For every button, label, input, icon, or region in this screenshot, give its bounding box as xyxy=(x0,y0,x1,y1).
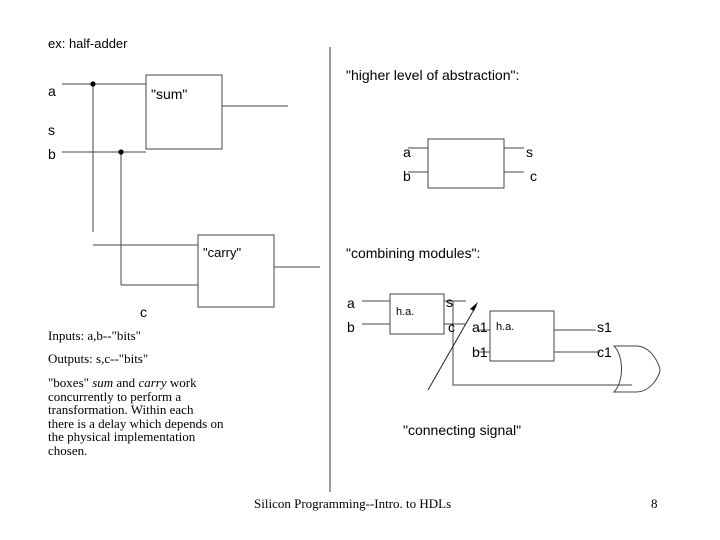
abstraction-block xyxy=(427,138,505,189)
combo-label-b1: b1 xyxy=(472,344,488,360)
block-label-a: a xyxy=(403,144,411,160)
block-label-c: c xyxy=(530,168,537,184)
outputs-line: Outputs: s,c--"bits" xyxy=(48,351,149,366)
para-line: transformation. Within each xyxy=(48,402,194,417)
para-line: chosen. xyxy=(48,442,88,458)
ha-label-1: h.a. xyxy=(396,306,415,318)
ha-box-2 xyxy=(489,310,555,362)
para-line: concurrently to perform a xyxy=(48,388,182,404)
carry-box xyxy=(197,234,275,308)
heading-abstraction: "higher level of abstraction": xyxy=(346,67,520,83)
label-input-b: b xyxy=(48,146,56,162)
para-lead: "boxes" xyxy=(48,375,93,390)
or-gate-outline xyxy=(612,345,661,393)
para-line: the physical implementation xyxy=(48,429,196,444)
para-line: there is a delay which depends on xyxy=(48,415,224,431)
para-carry: carry xyxy=(138,375,167,390)
heading-combining: "combining modules": xyxy=(346,245,481,261)
label-input-s: s xyxy=(48,122,55,138)
combo-label-s1: s1 xyxy=(597,319,612,335)
carry-box-label: "carry" xyxy=(203,245,242,260)
para-work: work xyxy=(166,375,197,390)
pointer-arrowhead xyxy=(470,302,478,311)
inputs-line: Inputs: a,b--"bits" xyxy=(48,328,141,343)
para-sum: sum xyxy=(92,375,114,390)
combo-label-c1: c1 xyxy=(597,344,612,360)
junction-a xyxy=(90,81,96,87)
ha-box-1 xyxy=(389,293,445,335)
combo-label-s: s xyxy=(446,294,453,310)
combo-label-b: b xyxy=(347,319,355,335)
label-output-c: c xyxy=(140,304,147,320)
combo-label-a: a xyxy=(347,295,355,311)
junction-b xyxy=(118,149,124,155)
pointer-line xyxy=(427,305,477,391)
slide-footer: Silicon Programming--Intro. to HDLs xyxy=(254,496,452,511)
sum-box-label: "sum" xyxy=(151,86,188,102)
ha-label-2: h.a. xyxy=(496,321,515,333)
connecting-signal-label: "connecting signal" xyxy=(403,422,522,438)
block-label-b: b xyxy=(403,168,411,184)
block-label-s: s xyxy=(526,144,533,160)
page-number: 8 xyxy=(651,496,658,511)
combo-label-a1: a1 xyxy=(472,319,488,335)
boxes-paragraph: "boxes" sum and carry work concurrently … xyxy=(48,376,268,457)
sum-box xyxy=(145,74,223,150)
combo-label-c: c xyxy=(448,319,455,335)
para-and: and xyxy=(113,375,139,390)
connecting-wire xyxy=(452,300,632,386)
label-input-a: a xyxy=(48,83,56,99)
slide-title: ex: half-adder xyxy=(48,36,128,51)
